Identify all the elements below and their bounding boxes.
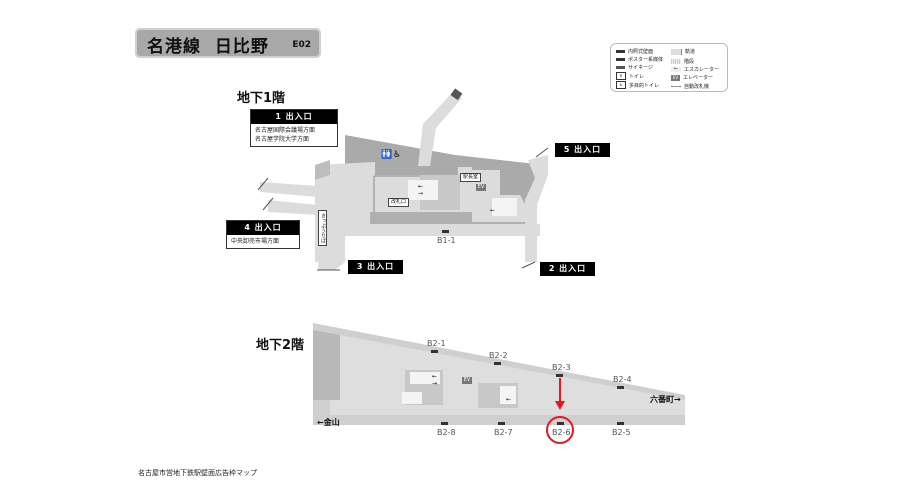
legend-item: ←エスカレーター xyxy=(671,66,719,73)
ad-spot-B2-7[interactable]: B2-7 xyxy=(494,428,513,437)
b1-wall xyxy=(315,160,330,180)
ad-spot-B2-5[interactable]: B2-5 xyxy=(612,428,631,437)
ad-spot-B1-1-marker[interactable] xyxy=(442,230,449,233)
b1-corridor-exit4a xyxy=(260,182,318,197)
direction-rokubancho: 六番町→ xyxy=(650,395,681,404)
line-name: 名港線 xyxy=(147,37,201,57)
stairs-swatch-icon xyxy=(671,59,681,64)
b1-corridor-exit1 xyxy=(418,93,462,166)
ad-spot-B2-3[interactable]: B2-3 xyxy=(552,363,571,372)
exit-4-label: 4 出入口 xyxy=(227,221,299,235)
ad-spot-B2-4-marker[interactable] xyxy=(617,386,624,389)
ad-spot-B2-5-marker[interactable] xyxy=(617,422,624,425)
exit-4-card: 4 出入口 中央卸売市場方面 xyxy=(226,220,300,249)
escalator-icon: ← xyxy=(506,396,512,403)
station-office-sign: 駅長室 xyxy=(460,173,482,182)
station-title: 名港線 日比野 xyxy=(147,32,269,57)
legend-item: ♿多目的トイレ xyxy=(616,81,659,89)
accessible-toilet-icon: ♿ xyxy=(393,150,402,160)
poster-swatch-icon xyxy=(616,58,625,61)
b1-escalator-1 xyxy=(408,180,438,200)
exit-1-label: 1 出入口 xyxy=(251,110,337,124)
b2-west-wall xyxy=(313,330,340,400)
toilet-icon: ⚲ xyxy=(616,72,626,80)
ticket-gate-sign: 改札口 xyxy=(388,198,410,207)
inner-wall-swatch-icon xyxy=(616,50,625,53)
ad-spot-B2-4[interactable]: B2-4 xyxy=(613,375,632,384)
exit-3-label: 3 出入口 xyxy=(348,260,403,274)
ad-spot-B2-2[interactable]: B2-2 xyxy=(489,351,508,360)
escalator-icon: ← xyxy=(671,67,681,72)
accessible-toilet-icon: ♿ xyxy=(616,81,626,89)
toilet-icon: 🚻 xyxy=(381,150,393,160)
elevator-icon: EV xyxy=(671,74,680,81)
legend: 内照式壁面 ポスター系媒体 サイネージ ⚲トイレ ♿多目的トイレ 軌道 階段 ←… xyxy=(610,43,728,92)
b1-exit1-stairs xyxy=(450,88,463,101)
station-code: E02 xyxy=(292,40,311,50)
floor-label-b1: 地下1階 xyxy=(237,91,286,106)
legend-item: 自動改札機 xyxy=(671,83,709,90)
floor-label-b2: 地下2階 xyxy=(256,338,305,353)
station-title-box: 名港線 日比野 E02 xyxy=(135,28,321,58)
b2-elevator-icon: EV xyxy=(462,377,472,384)
exit-5-label: 5 出入口 xyxy=(555,143,610,157)
b1-escalator-2 xyxy=(492,198,517,216)
ad-spot-B1-1[interactable]: B1-1 xyxy=(437,236,456,245)
highlight-circle xyxy=(546,416,574,444)
ad-spot-B2-1-marker[interactable] xyxy=(431,350,438,353)
exit-2-label: 2 出入口 xyxy=(540,262,595,276)
ad-spot-B2-7-marker[interactable] xyxy=(498,422,505,425)
ad-spot-B2-6-marker[interactable] xyxy=(557,422,564,425)
direction-kanayama: ←金山 xyxy=(317,418,340,427)
legend-item: 軌道 xyxy=(671,48,695,55)
legend-item: 内照式壁面 xyxy=(616,48,653,55)
escalator-icon: ←→ xyxy=(432,373,438,387)
legend-item: サイネージ xyxy=(616,64,653,71)
station-name: 日比野 xyxy=(214,37,269,57)
ad-spot-B2-8-marker[interactable] xyxy=(441,422,448,425)
track-swatch-icon xyxy=(671,48,682,55)
ticket-gate-icon xyxy=(671,86,681,87)
signage-swatch-icon xyxy=(616,66,625,69)
b1-corridor-east xyxy=(525,155,548,262)
footer-caption: 名古屋市営地下鉄駅壁面広告枠マップ xyxy=(138,469,257,477)
ad-spot-B2-2-marker[interactable] xyxy=(494,362,501,365)
exit-1-card: 1 出入口 名古屋国際会議場方面名古屋学院大学方面 xyxy=(250,109,338,147)
ad-spot-B2-1[interactable]: B2-1 xyxy=(427,339,446,348)
legend-item: ポスター系媒体 xyxy=(616,56,663,63)
ad-spot-B2-6[interactable]: B2-6 xyxy=(552,428,571,437)
b1-elevator-icon: EV xyxy=(476,184,486,191)
ad-spot-B2-8[interactable]: B2-8 xyxy=(437,428,456,437)
b1-office-area xyxy=(472,170,535,222)
escalator-icon: ← xyxy=(490,207,496,214)
escalator-icon: ←→ xyxy=(418,183,424,197)
b2-track-edge xyxy=(313,415,685,425)
ad-spot-B2-3-marker[interactable] xyxy=(556,374,563,377)
b1-corridor-exit4b xyxy=(268,200,318,215)
ticket-machine-sign: きっぷうりば xyxy=(318,210,327,246)
legend-item: ⚲トイレ xyxy=(616,72,644,80)
legend-item: 階段 xyxy=(671,58,694,65)
